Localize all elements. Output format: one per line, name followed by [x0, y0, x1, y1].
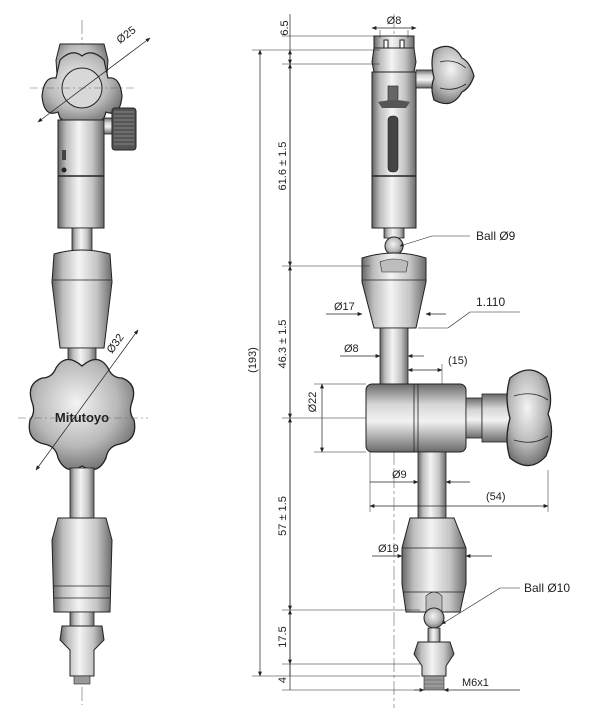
dim-15: (15): [448, 355, 468, 367]
dim-d9: Ø9: [392, 469, 407, 481]
left-view: Mitutoyo Ø25 Ø32: [18, 20, 151, 705]
dim-6-5: 6.5: [279, 20, 291, 35]
callout-taper: 1.110: [476, 295, 505, 309]
dim-d8-top: Ø8: [387, 15, 402, 27]
dim-54: (54): [486, 491, 506, 503]
bottom-mount: [59, 625, 105, 677]
right-top-knob: [415, 45, 475, 105]
dim-17-5: 17.5: [277, 626, 289, 647]
dim-61-6: 61.6 ± 1.5: [277, 142, 289, 191]
main-knob-32: Mitutoyo: [28, 358, 136, 471]
lower-grip: [51, 517, 113, 613]
dim-46-3: 46.3 ± 1.5: [277, 320, 289, 369]
brand-logo: Mitutoyo: [55, 410, 109, 425]
callout-ball9: Ball Ø9: [476, 229, 516, 243]
dim-4: 4: [277, 677, 289, 683]
dim-m6: M6x1: [462, 677, 489, 689]
dim-d32: Ø32: [105, 332, 127, 356]
dim-193: (193): [247, 347, 259, 373]
dim-d19: Ø19: [378, 543, 399, 555]
callout-ball10: Ball Ø10: [524, 581, 570, 595]
dim-d25: Ø25: [115, 24, 139, 46]
thumbscrew: [103, 107, 137, 151]
right-lower-grip: [401, 517, 467, 613]
upper-clamp-body: [57, 119, 105, 229]
dim-d17: Ø17: [334, 301, 355, 313]
top-knob-25: [41, 43, 123, 126]
right-view: 6.5 61.6 ± 1.5 46.3 ± 1.5 57 ± 1.5 17.5 …: [247, 14, 570, 708]
dim-d8-mid: Ø8: [344, 343, 359, 355]
main-body: [365, 383, 467, 453]
upper-grip: [51, 249, 113, 349]
dim-57: 57 ± 1.5: [277, 496, 289, 536]
dim-d22: Ø22: [307, 392, 319, 413]
m6-thread: [423, 675, 445, 691]
right-main-knob: [465, 369, 553, 467]
